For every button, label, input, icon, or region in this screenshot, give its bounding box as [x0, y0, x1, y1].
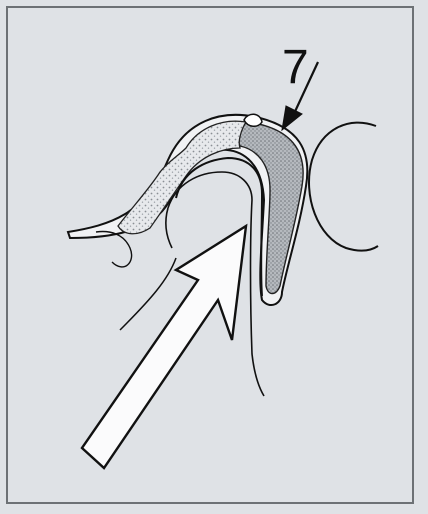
top-nodule: [244, 114, 262, 126]
c-structure: [309, 123, 378, 251]
sweep-line-1: [120, 258, 176, 330]
dark-tissue: [238, 122, 303, 294]
inner-core-left: [166, 208, 172, 248]
pointer-arrow-head: [282, 106, 302, 130]
large-arrow: [82, 226, 246, 468]
figure-label: 7: [282, 44, 309, 92]
